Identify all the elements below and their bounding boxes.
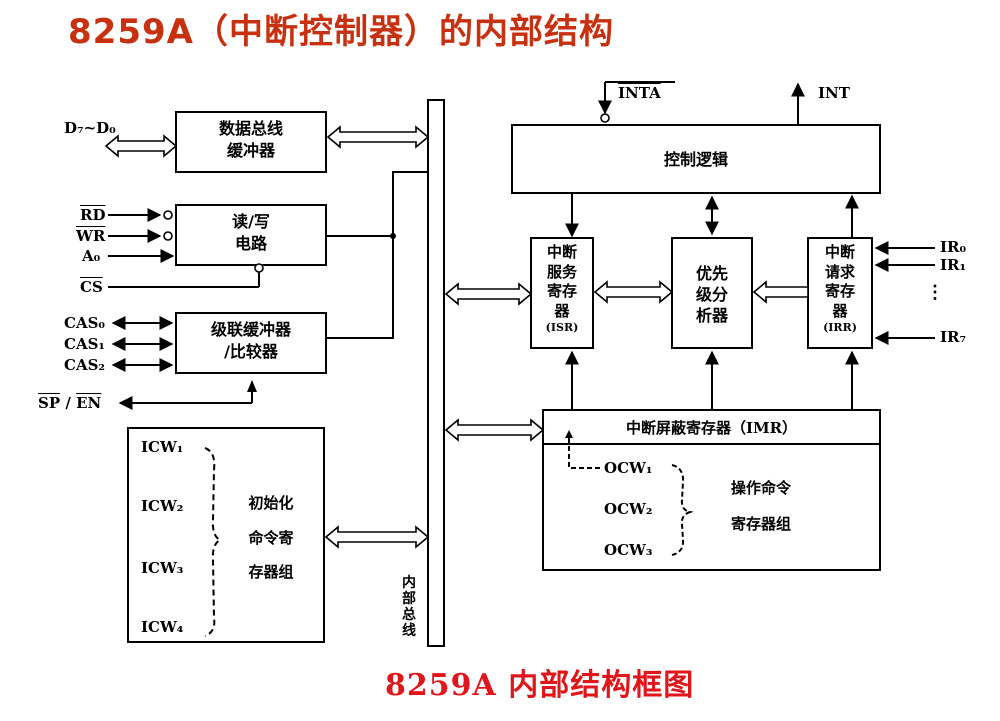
signal-int: INT <box>818 84 850 102</box>
signal-inta: INTA <box>618 84 661 102</box>
irr-line4: 器 <box>832 301 848 320</box>
data-bus-buffer-label: 数据总线 缓冲器 <box>176 118 326 161</box>
control-logic-box <box>511 124 881 194</box>
signal-cs: CS <box>80 278 103 296</box>
signal-cas2: CAS₂ <box>64 356 105 374</box>
icw4-label: ICW₄ <box>141 618 184 636</box>
irr-line3: 寄存 <box>824 282 855 300</box>
isr-label: 中断 服务 寄存 器 (ISR) <box>531 243 593 335</box>
icw1-label: ICW₁ <box>141 438 184 456</box>
data-bus-buffer-box <box>175 111 327 173</box>
isr-line2: 服务 <box>546 262 577 281</box>
signal-wr: WR <box>76 227 106 245</box>
icw-group-label: 初始化 命令寄 存器组 <box>226 486 316 590</box>
internal-bus-label: 内部总线 <box>402 575 416 640</box>
cascade-box <box>175 312 327 374</box>
signal-en: EN <box>76 394 102 412</box>
cascade-line2: /比较器 <box>224 341 278 361</box>
icw-box <box>127 427 325 643</box>
ocw1-label: OCW₁ <box>604 459 653 477</box>
ocw3-label: OCW₃ <box>604 541 653 559</box>
priority-label: 优先 级分 析器 <box>672 264 752 326</box>
cascade-line1: 级联缓冲器 <box>210 320 291 339</box>
ocw-group-line2: 寄存器组 <box>730 515 791 533</box>
signal-ir7: IR₇ <box>940 328 967 346</box>
signal-rd: RD <box>80 206 106 224</box>
isr-line1: 中断 <box>546 243 577 261</box>
rw-circuit-line2: 电路 <box>234 233 267 253</box>
control-logic-label: 控制逻辑 <box>663 150 728 169</box>
signal-a0: A₀ <box>82 247 101 265</box>
figure-caption: 8259A 内部结构框图 <box>385 668 695 703</box>
irr-line2: 请求 <box>824 262 855 281</box>
ocw2-label: OCW₂ <box>604 500 653 518</box>
rw-circuit-label: 读/写 电路 <box>176 211 326 254</box>
signal-ir1: IR₁ <box>940 256 967 274</box>
imr-label: 中断屏蔽寄存器（IMR） <box>625 419 798 437</box>
ocw-group-label: 操作命令 寄存器组 <box>706 470 816 542</box>
icw-group-line3: 存器组 <box>248 563 294 581</box>
rw-circuit-line1: 读/写 <box>232 212 270 231</box>
signal-data: D₇~D₀ <box>64 119 116 137</box>
icw-group-line1: 初始化 <box>248 494 294 512</box>
isr-line3: 寄存 <box>546 282 577 300</box>
page-title: 8259A（中断控制器）的内部结构 <box>68 12 614 52</box>
signal-sp: SP <box>38 394 61 412</box>
icw2-label: ICW₂ <box>141 497 184 515</box>
priority-line2: 级分 <box>695 284 728 304</box>
icw-group-line2: 命令寄 <box>248 528 294 547</box>
data-bus-buffer-line2: 缓冲器 <box>226 140 275 160</box>
signal-sp-en: SP / EN <box>38 396 101 411</box>
cascade-label: 级联缓冲器 /比较器 <box>176 319 326 362</box>
isr-abbr: (ISR) <box>545 321 579 334</box>
priority-line1: 优先 <box>695 264 728 283</box>
icw3-label: ICW₃ <box>141 559 184 577</box>
internal-bus-bar <box>427 99 445 647</box>
ocw-group-line1: 操作命令 <box>730 479 791 497</box>
isr-line4: 器 <box>554 301 570 320</box>
signal-ir0: IR₀ <box>940 238 967 256</box>
priority-line3: 析器 <box>695 305 728 325</box>
signal-cas1: CAS₁ <box>64 335 105 353</box>
irr-line1: 中断 <box>824 243 855 261</box>
signal-cas0: CAS₀ <box>64 314 105 332</box>
irr-label: 中断 请求 寄存 器 (IRR) <box>808 243 872 335</box>
data-bus-buffer-line1: 数据总线 <box>218 119 283 138</box>
signal-ir-dots: ⋮ <box>926 282 944 303</box>
signal-sp-en-sep: / <box>60 394 77 412</box>
irr-abbr: (IRR) <box>823 321 857 334</box>
